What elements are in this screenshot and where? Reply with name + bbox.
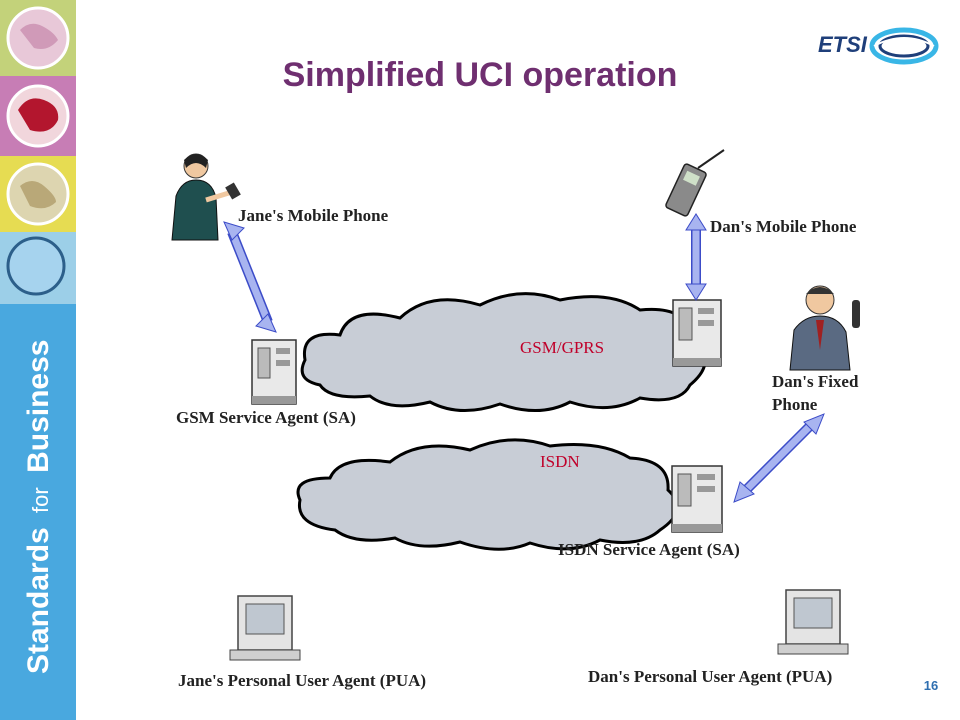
jane-pua-computer: [229, 595, 301, 661]
label-gsm-sa: GSM Service Agent (SA): [176, 408, 356, 427]
globe-red-icon: [6, 84, 70, 148]
sidebar-brand-mid: for: [28, 487, 53, 513]
uci-diagram: [171, 149, 860, 661]
gsm-gprs-cloud: [300, 292, 707, 413]
dan-mobile-server: [672, 299, 722, 367]
label-jane-mobile: Jane's Mobile Phone: [238, 206, 389, 225]
slide-title: Simplified UCI operation: [282, 56, 678, 94]
label-dan-fixed-line1: Dan's Fixed: [772, 372, 859, 391]
label-dan-pua: Dan's Personal User Agent (PUA): [588, 667, 833, 686]
label-dan-mobile: Dan's Mobile Phone: [710, 217, 857, 236]
dan-person-icon: [789, 285, 860, 371]
isdn-cloud: [296, 438, 679, 551]
sidebar-block-yellow: [0, 156, 76, 232]
globe-pink-icon: [6, 6, 70, 70]
sidebar-block-lightblue: [0, 232, 76, 304]
dan-mobile-phone-icon: [665, 149, 725, 217]
logo-text: ETSI: [818, 32, 868, 57]
etsi-logo: ETSI: [818, 27, 939, 65]
label-gsm-gprs: GSM/GPRS: [520, 338, 605, 357]
sidebar-block-blue: [0, 304, 76, 720]
arrow-jane-to-gsm-sa: [223, 221, 277, 333]
page-number: 16: [923, 678, 939, 693]
sidebar: Standards for Business: [0, 0, 76, 720]
jane-person-icon: [171, 153, 241, 241]
svg-text:Standards for Busi: Standards for Business: [22, 340, 55, 674]
label-jane-pua: Jane's Personal User Agent (PUA): [178, 671, 427, 690]
arrow-dan-fixed-to-isdn-sa: [733, 413, 825, 503]
arrow-dan-mobile-to-server: [685, 213, 707, 301]
sidebar-block-green: [0, 0, 76, 76]
sidebar-brand: Standards for Business: [22, 340, 55, 674]
label-isdn-sa: ISDN Service Agent (SA): [558, 540, 740, 559]
dan-pua-computer: [777, 589, 849, 655]
gsm-service-agent-server: [251, 339, 297, 405]
label-isdn: ISDN: [540, 452, 580, 471]
isdn-service-agent-server: [671, 465, 723, 533]
sidebar-brand-prefix: Standards: [22, 527, 55, 674]
label-dan-fixed-line2: Phone: [772, 395, 818, 414]
sidebar-brand-suffix: Business: [22, 340, 55, 473]
sidebar-block-magenta: [0, 76, 76, 156]
globe-blue-icon: [6, 236, 66, 296]
globe-gold-icon: [6, 162, 70, 226]
